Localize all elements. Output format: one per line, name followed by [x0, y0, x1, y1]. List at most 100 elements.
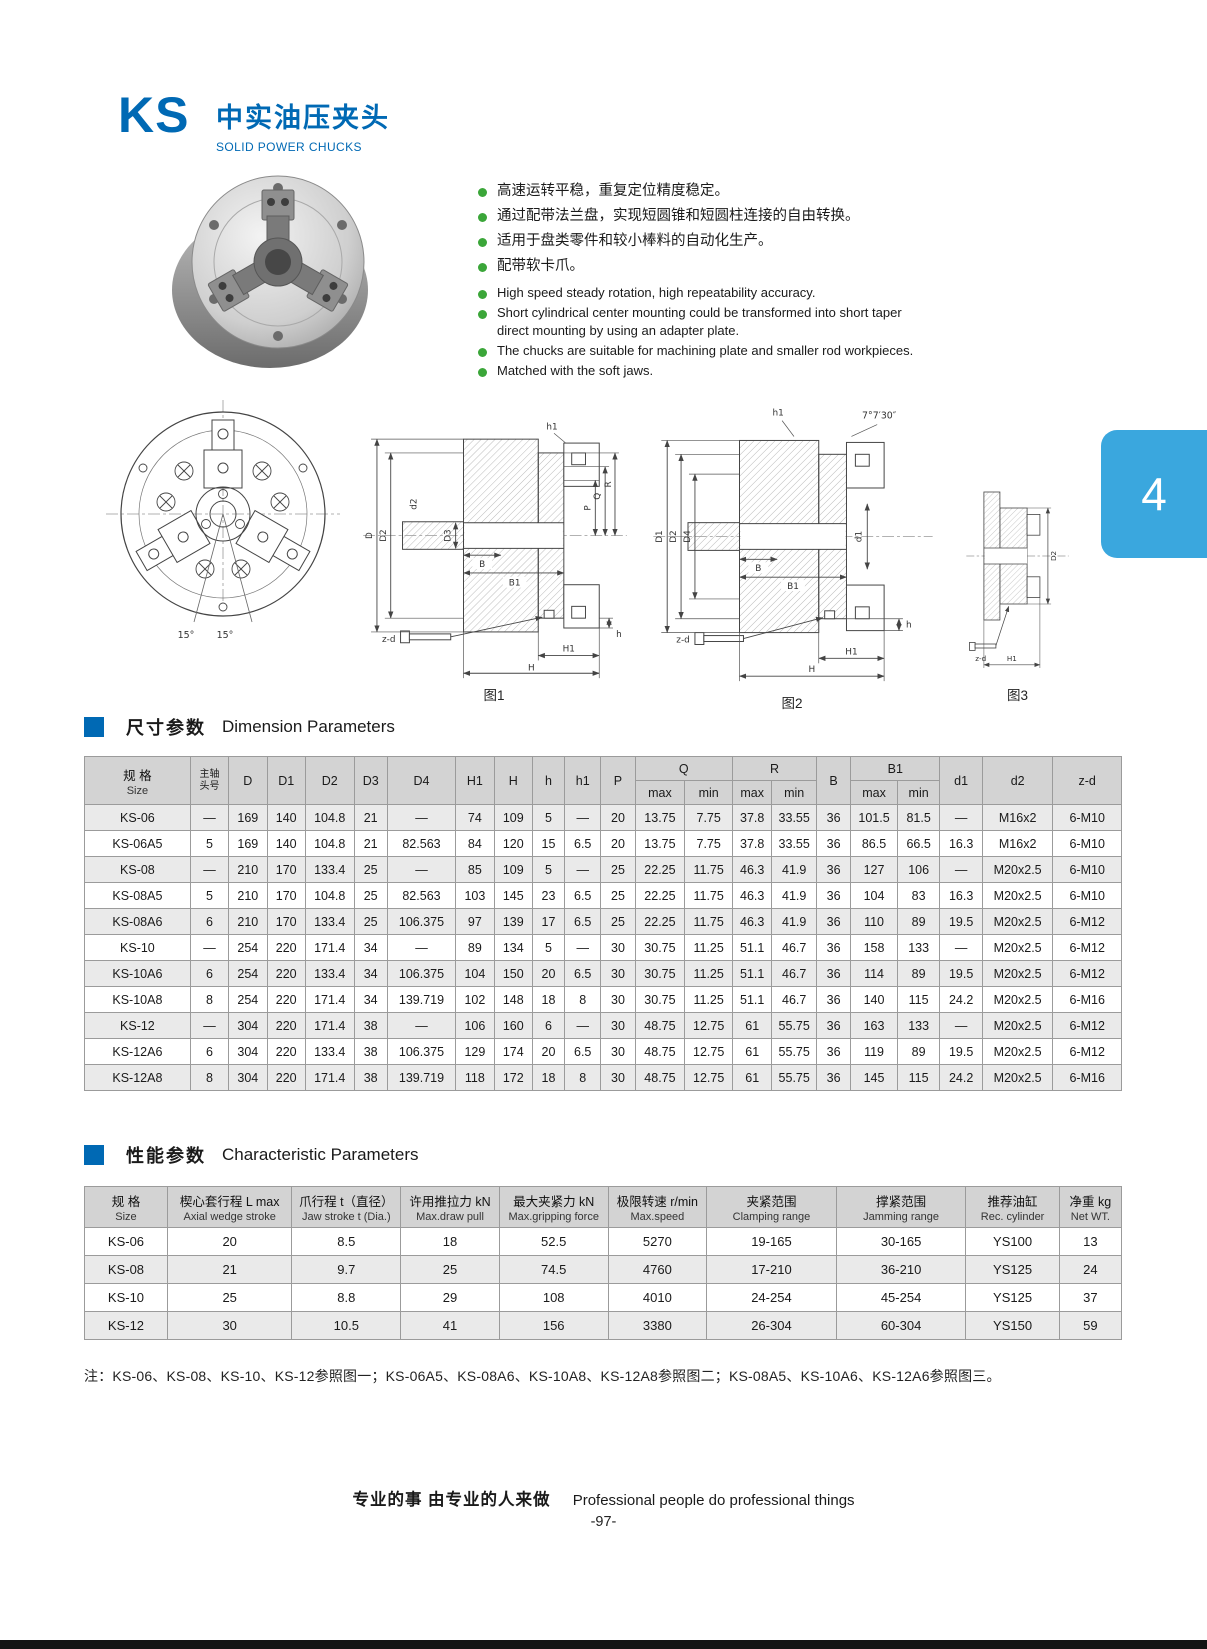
table-cell: 19-165 — [706, 1227, 837, 1256]
dimension-label: h — [906, 621, 912, 631]
table-cell: 55.75 — [771, 1012, 817, 1039]
table-cell: 20 — [600, 804, 636, 831]
table-cell: 5 — [189, 882, 230, 909]
table-cell: 11.75 — [684, 882, 734, 909]
table-cell: 61 — [732, 1038, 773, 1065]
feature-text: Short cylindrical center mounting could … — [497, 305, 902, 338]
feature-item: High speed steady rotation, high repeata… — [478, 284, 930, 302]
table-cell: 6 — [531, 1012, 566, 1039]
table-cell: 106.375 — [386, 960, 457, 987]
table-cell: 174 — [493, 1038, 533, 1065]
table-cell: 220 — [266, 1064, 306, 1091]
table-cell: 12.75 — [684, 1064, 734, 1091]
table-cell: — — [564, 934, 602, 961]
footer-slogan-cn: 专业的事 由专业的人来做 — [352, 1491, 551, 1509]
table-cell: 34 — [353, 960, 388, 987]
table-cell: 254 — [228, 934, 268, 961]
table-cell: 84 — [455, 830, 495, 857]
table-cell: 25 — [600, 908, 636, 935]
section-marker-icon — [84, 717, 104, 737]
table-cell: 25 — [353, 856, 388, 883]
table-cell: 220 — [266, 1038, 306, 1065]
table-cell: 45-254 — [835, 1283, 967, 1312]
table-cell: 104.8 — [304, 830, 355, 857]
table-cell: 171.4 — [304, 1012, 355, 1039]
table-cell: — — [939, 1012, 983, 1039]
section-title-en: Dimension Parameters — [222, 717, 395, 736]
section-title-en: Characteristic Parameters — [222, 1145, 419, 1164]
table-cell: 22.25 — [634, 882, 686, 909]
table-cell: 210 — [228, 856, 268, 883]
table-cell: 48.75 — [634, 1064, 686, 1091]
table-cell: 101.5 — [850, 804, 898, 831]
table-cell: 5270 — [607, 1227, 708, 1256]
table-cell: 36 — [815, 804, 852, 831]
feature-list-en: High speed steady rotation, high repeata… — [478, 284, 930, 382]
table-cell: 6-M12 — [1052, 908, 1122, 935]
table-cell: 127 — [850, 856, 898, 883]
table-cell: 30 — [600, 934, 636, 961]
chapter-number: 4 — [1141, 468, 1167, 520]
dimension-label: H — [528, 663, 535, 673]
feature-list-cn: 高速运转平稳，重复定位精度稳定。 通过配带法兰盘，实现短圆锥和短圆柱连接的自由转… — [478, 182, 860, 282]
column-header: max — [850, 780, 898, 805]
table-cell: 6-M12 — [1052, 1012, 1122, 1039]
table-cell: KS-06 — [84, 1227, 168, 1256]
table-cell: 140 — [850, 986, 898, 1013]
table-cell: M20x2.5 — [981, 1064, 1054, 1091]
table-cell: 156 — [498, 1311, 609, 1340]
table-cell: 4760 — [607, 1255, 708, 1284]
table-cell: 6 — [189, 960, 230, 987]
table-cell: 37.8 — [732, 804, 773, 831]
table-cell: 139 — [493, 908, 533, 935]
column-header: D — [228, 756, 268, 805]
table-cell: 15 — [531, 830, 566, 857]
column-header: B — [815, 756, 852, 805]
table-cell: KS-12 — [84, 1012, 191, 1039]
table-cell: 21 — [353, 804, 388, 831]
product-photo — [158, 170, 393, 375]
section-title-cn: 性能参数 — [126, 1146, 206, 1166]
table-cell: 25 — [353, 908, 388, 935]
table-cell: 86.5 — [850, 830, 898, 857]
feature-text: High speed steady rotation, high repeata… — [497, 285, 816, 300]
table-cell: 129 — [455, 1038, 495, 1065]
dimension-label: h1 — [546, 422, 557, 432]
table-cell: 170 — [266, 856, 306, 883]
column-header: h1 — [564, 756, 602, 805]
bullet-icon — [478, 238, 487, 247]
table-cell: 115 — [896, 986, 941, 1013]
table-cell: 210 — [228, 882, 268, 909]
figure1-svg: D D2 D3 d2 P Q R h1 B B1 z-d h H1 H — [363, 422, 627, 679]
table-cell: 6 — [189, 1038, 230, 1065]
table-cell: 55.75 — [771, 1038, 817, 1065]
section-dimension-parameters: 尺寸参数 Dimension Parameters — [84, 714, 395, 740]
table-cell: 74 — [455, 804, 495, 831]
table-cell: 33.55 — [771, 804, 817, 831]
table-cell: 24.2 — [939, 986, 983, 1013]
bullet-icon — [478, 188, 487, 197]
table-cell: 148 — [493, 986, 533, 1013]
dimension-label: h1 — [772, 409, 783, 419]
table-cell: 133.4 — [304, 856, 355, 883]
table-cell: 22.25 — [634, 908, 686, 935]
feature-item: 通过配带法兰盘，实现短圆锥和短圆柱连接的自由转换。 — [478, 207, 860, 226]
table-cell: 220 — [266, 960, 306, 987]
table-cell: 18 — [531, 986, 566, 1013]
table-cell: 140 — [266, 830, 306, 857]
table-cell: 133.4 — [304, 1038, 355, 1065]
table-cell: 97 — [455, 908, 495, 935]
